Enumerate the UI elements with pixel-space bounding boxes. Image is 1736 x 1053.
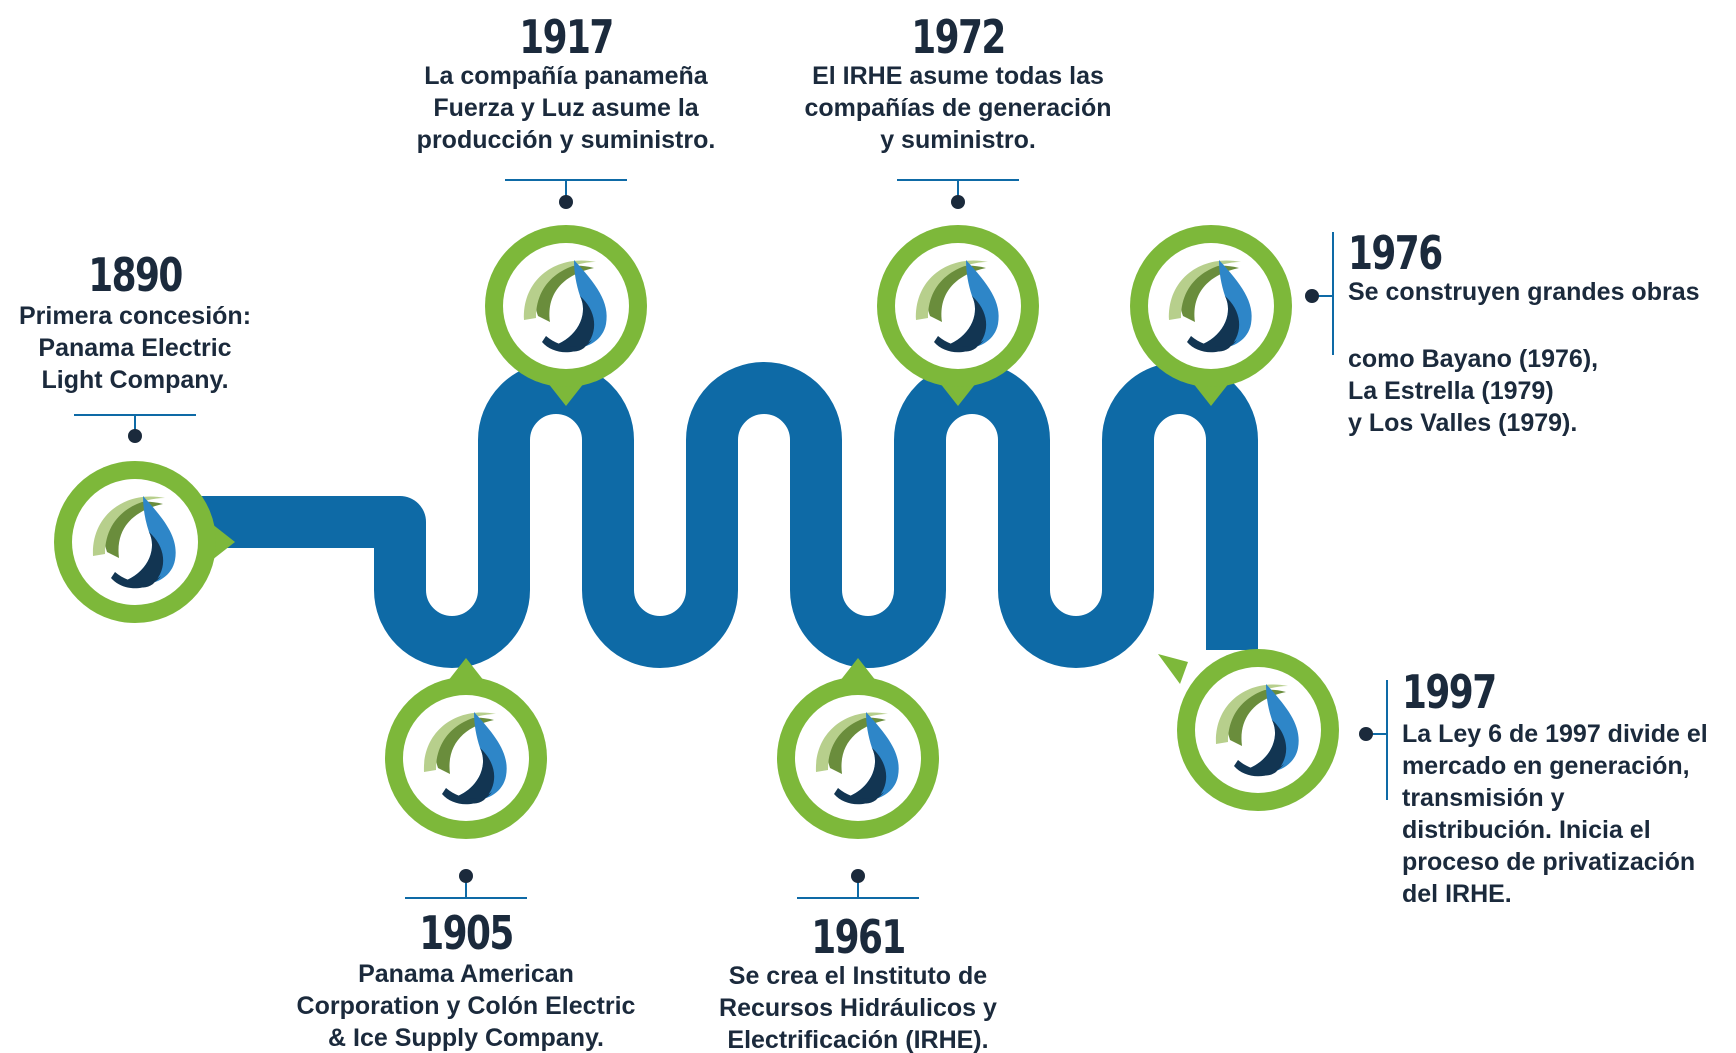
milestone-marker-1917 <box>485 225 647 406</box>
milestone-year-1890: 1890 <box>88 248 183 302</box>
milestone-marker-1905 <box>385 658 547 839</box>
milestone-text-1997: La Ley 6 de 1997 divide el mercado en ge… <box>1402 720 1708 908</box>
energy-drop-icon <box>54 461 216 623</box>
milestone-marker-1997 <box>1158 649 1339 811</box>
connector-1917 <box>505 179 627 209</box>
milestone-text-1976-rest: como Bayano (1976), La Estrella (1979) y… <box>1348 345 1599 437</box>
milestone-year-1972: 1972 <box>911 10 1006 64</box>
connector-1890 <box>74 414 196 443</box>
connector-1972 <box>897 179 1019 209</box>
energy-drop-icon <box>385 677 547 839</box>
milestone-year-1997: 1997 <box>1402 665 1497 719</box>
milestone-year-1917: 1917 <box>519 10 614 64</box>
milestone-text-1976-line1: Se construyen grandes obras <box>1348 278 1700 306</box>
connector-1905 <box>405 869 527 899</box>
energy-drop-icon <box>1130 225 1292 387</box>
energy-drop-icon <box>1177 649 1339 811</box>
connector-1997 <box>1359 680 1388 800</box>
milestone-year-1961: 1961 <box>811 910 906 964</box>
timeline-path <box>180 362 1258 668</box>
energy-drop-icon <box>777 677 939 839</box>
milestone-marker-1961 <box>777 658 939 839</box>
milestone-marker-1972 <box>877 225 1039 406</box>
milestone-text-1972: El IRHE asume todas las compañías de gen… <box>804 62 1112 154</box>
connector-1961 <box>797 869 919 899</box>
milestone-marker-1976 <box>1130 225 1292 406</box>
milestone-text-1917: La compañía panameña Fuerza y Luz asume … <box>416 62 716 154</box>
energy-drop-icon <box>877 225 1039 387</box>
connector-1976 <box>1305 232 1334 355</box>
milestone-year-1905: 1905 <box>419 906 514 960</box>
milestone-marker-1890 <box>54 461 235 623</box>
energy-drop-icon <box>485 225 647 387</box>
milestone-text-1961: Se crea el Instituto de Recursos Hidrául… <box>719 962 997 1053</box>
milestone-text-1905: Panama American Corporation y Colón Elec… <box>296 960 636 1052</box>
milestone-year-1976: 1976 <box>1348 226 1443 280</box>
milestone-text-1890: Primera concesión: Panama Electric Light… <box>18 302 252 394</box>
